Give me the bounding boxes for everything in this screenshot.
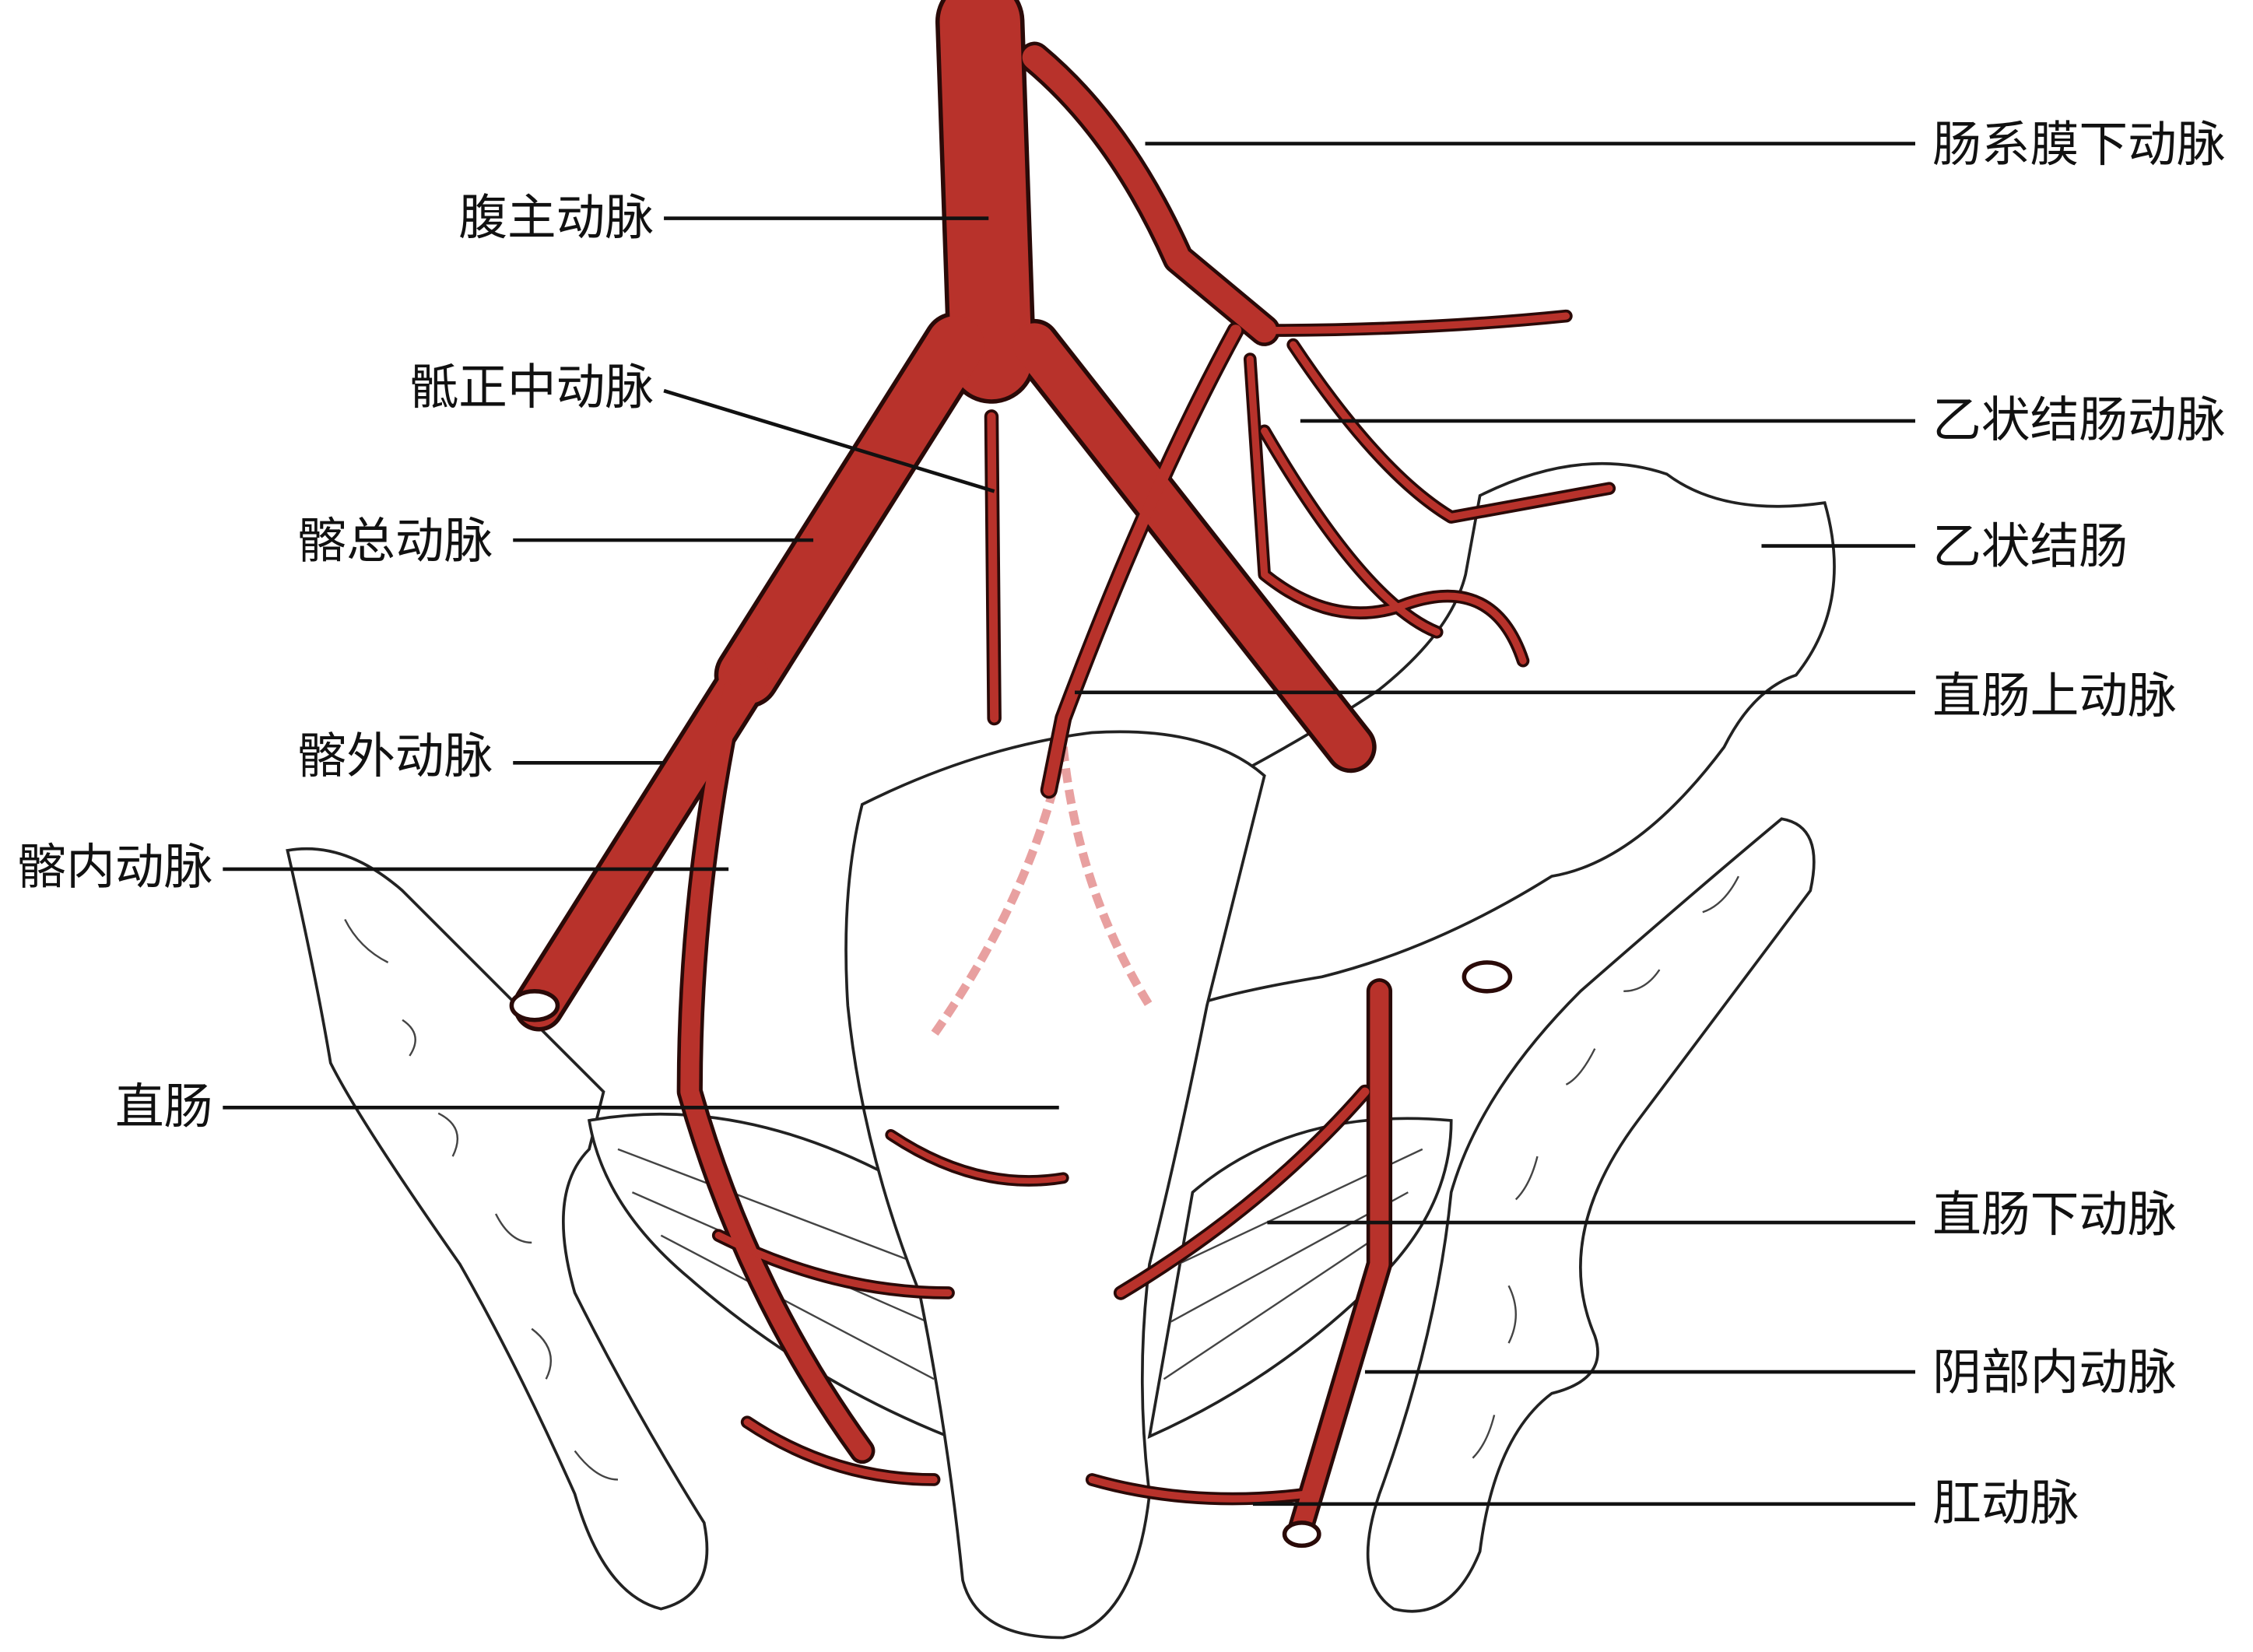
label-superior-rectal-artery: 直肠上动脉 (1932, 668, 2177, 724)
label-sigmoid-arteries: 乙状结肠动脉 (1932, 391, 2226, 448)
label-anal-artery: 肛动脉 (1932, 1475, 2079, 1531)
label-sigmoid-colon: 乙状结肠 (1932, 518, 2128, 575)
label-rectum: 直肠 (115, 1079, 213, 1135)
label-external-iliac-artery: 髂外动脉 (297, 728, 493, 784)
leader-lines (223, 142, 1916, 1506)
label-median-sacral-artery: 骶正中动脉 (409, 359, 654, 416)
label-inferior-mesenteric-artery: 肠系膜下动脉 (1932, 116, 2226, 173)
label-common-iliac-artery: 髂总动脉 (297, 512, 493, 569)
label-abdominal-aorta: 腹主动脉 (458, 189, 654, 246)
label-internal-pudendal-artery: 阴部内动脉 (1932, 1344, 2177, 1401)
label-internal-iliac-artery: 髂内动脉 (17, 838, 212, 895)
label-inferior-rectal-artery: 直肠下动脉 (1932, 1186, 2177, 1243)
pelvic-bone-right (1366, 817, 1816, 1613)
sigmoid-colon-shape (1177, 461, 1836, 1008)
arteries (509, 0, 1616, 1549)
